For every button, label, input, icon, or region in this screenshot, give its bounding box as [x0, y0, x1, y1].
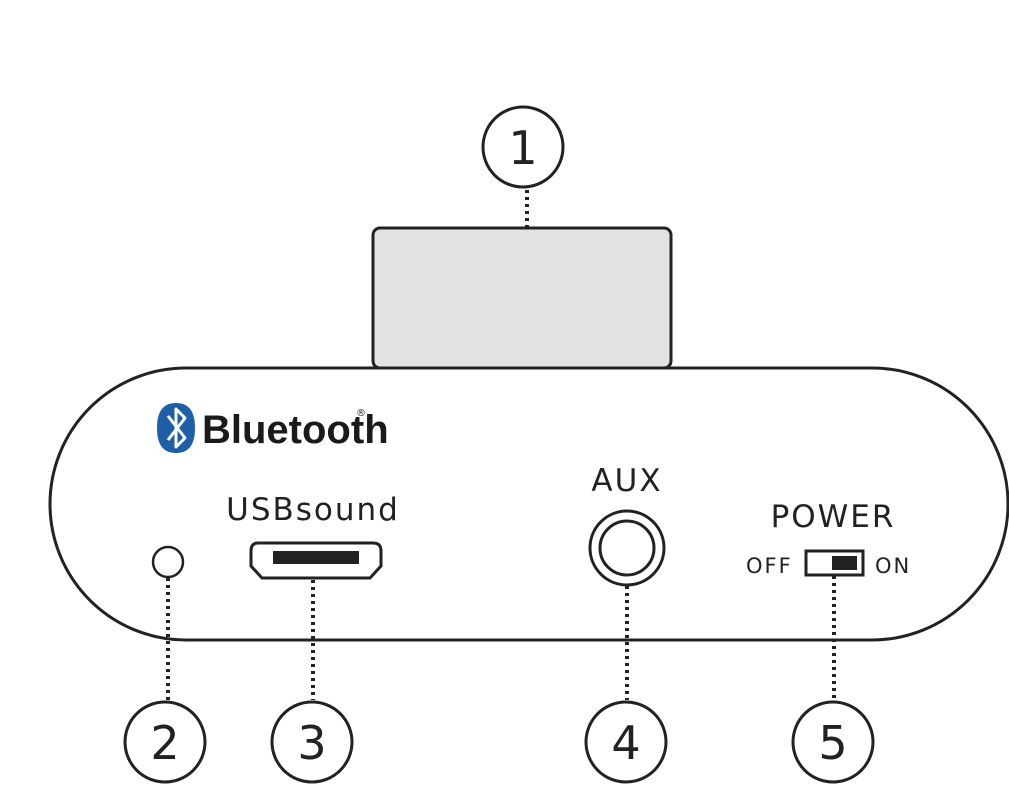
usb-port-slot	[273, 551, 359, 564]
callout-number: 1	[508, 121, 537, 175]
callout-circle	[270, 700, 354, 784]
callout-circle	[481, 105, 565, 189]
indicator-light	[151, 545, 185, 579]
callout-5: 5	[791, 700, 875, 784]
power-switch-knob	[832, 556, 857, 570]
aux-port-label: AUX	[591, 463, 662, 499]
usb-port-label: USBsound	[226, 492, 400, 528]
switch-on-label: ON	[875, 554, 911, 578]
callout-number: 3	[297, 716, 326, 770]
bluetooth-logo: Bluetooth ®	[157, 403, 389, 453]
leader-lines	[166, 190, 836, 700]
callout-number: 2	[150, 716, 179, 770]
brand-registered-mark: ®	[356, 408, 366, 419]
callout-number: 5	[818, 716, 847, 770]
aux-jack-inner	[598, 519, 656, 577]
top-block	[371, 226, 673, 370]
callout-number: 4	[611, 716, 640, 770]
switch-off-label: OFF	[746, 554, 793, 578]
callout-circle	[584, 700, 668, 784]
callout-3: 3	[270, 700, 354, 784]
power-label: POWER	[771, 499, 896, 535]
callout-2: 2	[123, 700, 207, 784]
callout-circle	[791, 700, 875, 784]
brand-name: Bluetooth	[202, 408, 389, 452]
callout-1: 1	[481, 105, 565, 189]
callout-4: 4	[584, 700, 668, 784]
callout-circle	[123, 700, 207, 784]
bluetooth-rune-icon	[166, 407, 187, 449]
